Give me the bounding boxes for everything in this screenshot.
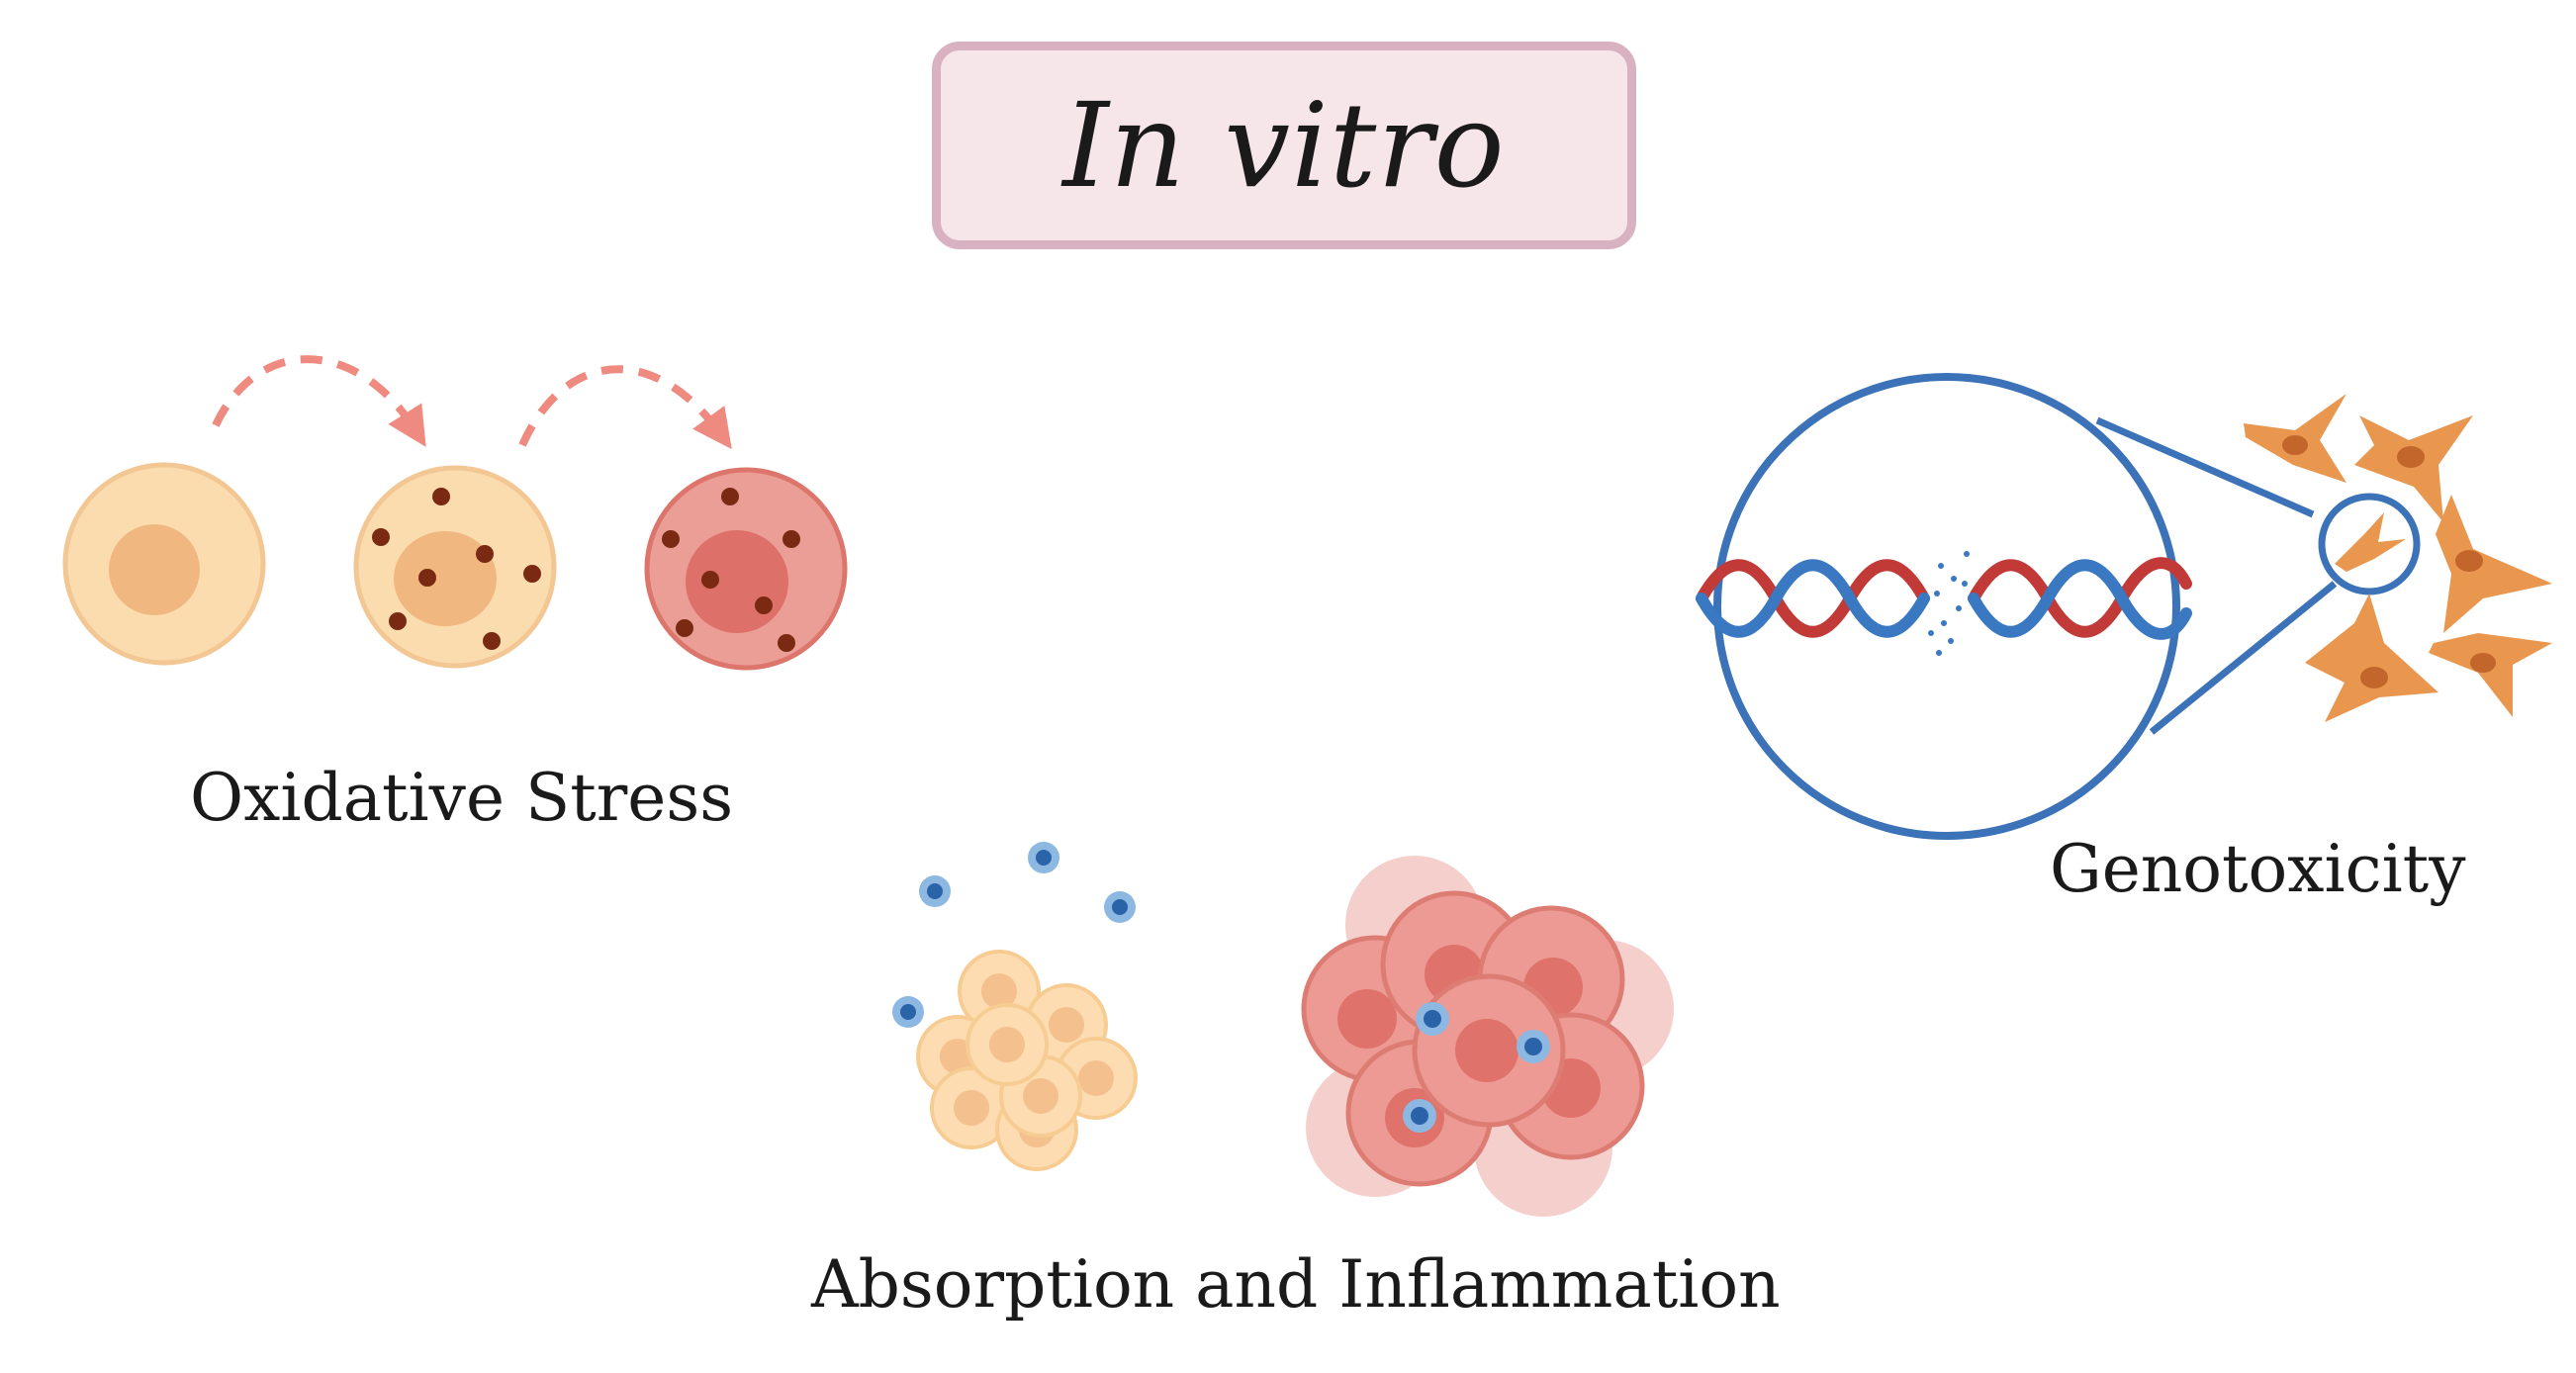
- page-title: In vitro: [1062, 77, 1506, 214]
- absorption-inflammation-label: Absorption and Inflammation: [811, 1246, 1781, 1323]
- stressed-cell-icon: [353, 465, 557, 669]
- oxidative-stress-illustration: [62, 355, 848, 671]
- healthy-cell-icon: [62, 462, 266, 666]
- genotoxicity-illustration: [1696, 373, 2552, 840]
- title-box: In vitro: [932, 42, 1636, 249]
- oxidative-stress-label: Oxidative Stress: [190, 760, 734, 836]
- fibroblast-icon: [2244, 394, 2552, 722]
- arrow-icon: [212, 355, 426, 447]
- dna-icon: [1696, 551, 2192, 656]
- magnifier-icon: [1713, 373, 2180, 840]
- particle-icon: [892, 842, 1136, 1028]
- zoom-line: [2095, 416, 2315, 518]
- inflamed-cell-cluster-icon: [1301, 856, 1674, 1217]
- arrow-icon: [518, 365, 732, 450]
- zoom-line: [2149, 581, 2338, 735]
- damaged-cell-icon: [644, 467, 848, 671]
- absorption-inflammation-illustration: [892, 842, 1674, 1217]
- healthy-cell-cluster-icon: [916, 950, 1138, 1171]
- genotoxicity-label: Genotoxicity: [2050, 831, 2466, 907]
